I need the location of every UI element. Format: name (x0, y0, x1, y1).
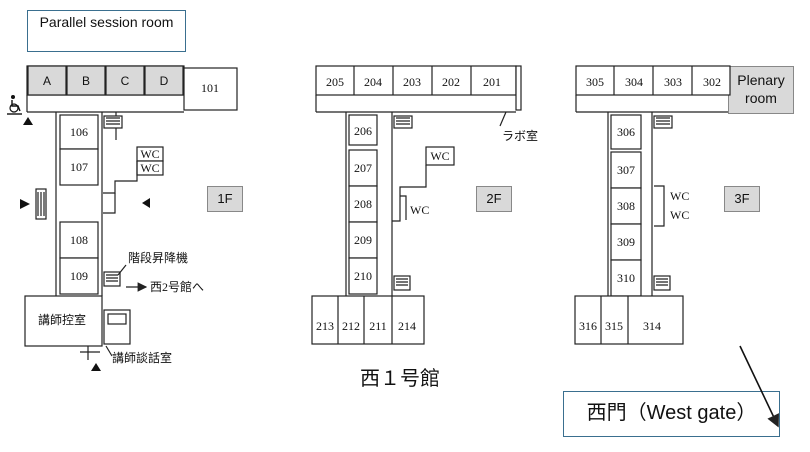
svg-text:WC: WC (670, 189, 689, 203)
room-106 (59, 114, 99, 150)
svg-text:207: 207 (354, 161, 372, 175)
lecturer-waiting-room (24, 295, 103, 347)
svg-text:WC: WC (140, 147, 159, 161)
room-106-label: 106 (70, 125, 88, 139)
west-gate-label: 西門（West gate） (586, 402, 757, 424)
room-207 (348, 149, 378, 187)
svg-text:303: 303 (664, 75, 682, 89)
svg-text:210: 210 (354, 269, 372, 283)
room-C-label: C (121, 74, 130, 88)
room-B-label: B (82, 74, 90, 88)
room-101 (183, 67, 238, 111)
svg-text:WC: WC (670, 208, 689, 222)
room-107-label: 107 (70, 160, 88, 174)
room-A (27, 65, 67, 96)
room-205-label: 205 (326, 75, 344, 89)
2f-bottom-block (311, 295, 425, 345)
svg-text:305: 305 (586, 75, 604, 89)
room-B (66, 65, 106, 96)
svg-text:304: 304 (625, 75, 643, 89)
room-107 (59, 148, 99, 186)
stair-icon (103, 115, 123, 129)
svg-text:WC: WC (430, 149, 449, 163)
room-D-label: D (160, 74, 169, 88)
room-208 (348, 185, 378, 223)
svg-text:209: 209 (354, 233, 372, 247)
svg-text:WC: WC (410, 203, 429, 217)
plenary-room-label: Plenary room (728, 66, 794, 114)
room-202-label: 202 (442, 75, 460, 89)
svg-text:214: 214 (398, 319, 416, 333)
svg-text:208: 208 (354, 197, 372, 211)
svg-text:314: 314 (643, 319, 661, 333)
room-108 (59, 221, 99, 259)
room-306 (610, 114, 642, 150)
room-D (144, 65, 184, 96)
legend-text: Parallel session room (39, 14, 174, 30)
svg-text:309: 309 (617, 235, 635, 249)
west-gate-box: 西門（West gate） (563, 391, 780, 437)
entrance-arrow-icon (23, 117, 33, 125)
room-101-label: 101 (201, 81, 219, 95)
svg-text:316: 316 (579, 319, 597, 333)
svg-text:302: 302 (703, 75, 721, 89)
2f-top-strip (315, 65, 517, 96)
room-203-label: 203 (403, 75, 421, 89)
wheelchair-icon (7, 95, 22, 115)
3f-bottom-block (574, 295, 684, 345)
gate-arrow-icon (739, 345, 779, 428)
svg-text:212: 212 (342, 319, 360, 333)
svg-text:315: 315 (605, 319, 623, 333)
floor-tag-2f: 2F (476, 186, 512, 212)
svg-text:WC: WC (140, 161, 159, 175)
svg-text:307: 307 (617, 163, 635, 177)
room-108-label: 108 (70, 233, 88, 247)
room-204-label: 204 (364, 75, 382, 89)
room-210 (348, 257, 378, 295)
lecturer-waiting-room-label: 講師控室 (38, 312, 86, 327)
svg-text:211: 211 (369, 319, 387, 333)
floor-tag-3f: 3F (724, 186, 760, 212)
svg-text:310: 310 (617, 271, 635, 285)
lecturer-meeting-room-label: 講師談話室 (112, 350, 172, 365)
svg-text:308: 308 (617, 199, 635, 213)
room-109 (59, 257, 99, 295)
svg-text:206: 206 (354, 124, 372, 138)
room-A-label: A (43, 74, 51, 88)
floor-tag-1f: 1F (207, 186, 243, 212)
svg-text:306: 306 (617, 125, 635, 139)
lab-room-label: ラボ室 (502, 128, 538, 143)
wc-2f-upper (425, 146, 455, 166)
stair-icon-1f-south (103, 271, 121, 287)
room-C (105, 65, 145, 96)
room-109-label: 109 (70, 269, 88, 283)
to-building2-label: 西2号館へ (150, 279, 204, 294)
legend-parallel-session: Parallel session room (27, 10, 186, 52)
room-201-label: 201 (483, 75, 501, 89)
stair-lift-label: 階段昇降機 (128, 250, 188, 265)
building-name: 西１号館 (360, 366, 440, 390)
svg-text:213: 213 (316, 319, 334, 333)
room-206 (348, 114, 378, 146)
